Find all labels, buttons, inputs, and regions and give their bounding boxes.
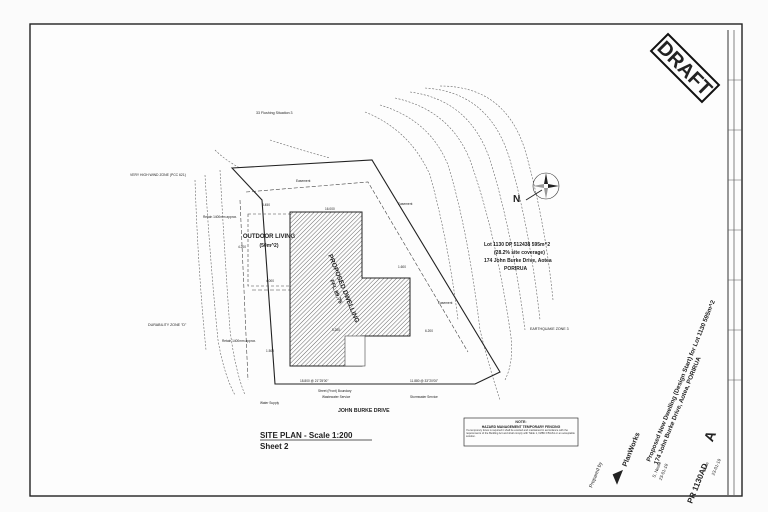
dim-label: 11.880 @ 33°20'00" <box>410 379 438 383</box>
dim-label: 3.450 <box>262 203 270 207</box>
north-label: N <box>513 194 520 205</box>
retain-label-2: Retain 1400mm approx. <box>222 339 256 343</box>
wastewater-label: Wastewater Service <box>322 395 350 399</box>
contour-lines <box>194 85 554 401</box>
dim-label: 16.000 <box>325 207 335 211</box>
lot-boundary <box>230 159 501 385</box>
note-box <box>463 417 579 447</box>
scale-label: Scale <box>701 461 710 473</box>
entry-deck <box>344 335 366 367</box>
north-arrow: N <box>513 172 560 205</box>
note-heading: NOTE: <box>515 420 526 424</box>
dim-label: 1.600 <box>398 265 406 269</box>
hazard-note: NOTE: HAZARD MANAGEMENT TEMPORARY FENCIN… <box>463 417 579 447</box>
site-plan-title: SITE PLAN - Scale 1:200 <box>260 431 353 440</box>
lot-line-4: PORIRUA <box>504 266 527 272</box>
easement-label-3: Easement <box>438 301 452 305</box>
easement-lines <box>239 181 469 381</box>
dim-label: 18.800 @ 21°25'00" <box>300 379 328 383</box>
dimension-labels: 3.450 4.000 1.500 1.600 5.200 6.200 4.20… <box>238 203 438 383</box>
dim-label: 6.200 <box>425 329 433 333</box>
title-strip-ticks <box>728 79 742 381</box>
north-arrow-pointer <box>544 173 559 188</box>
north-arrow-tail <box>525 189 543 201</box>
sheet-date: 23-01-19 <box>711 457 722 476</box>
lot-line-1: Lot 1130 DP 512438 595m^2 <box>484 242 550 248</box>
north-arrow-pointer-light <box>533 184 548 199</box>
drawn-by: S. Neale <box>651 460 662 478</box>
drawn-date: 23-01-19 <box>658 462 669 481</box>
wind-zone-label: VERY HIGH WIND ZONE (PCC 621) <box>130 173 186 177</box>
note-body: If a temporary fence is required it shal… <box>466 429 575 438</box>
drawn-by-block: S. Neale 23-01-19 <box>651 460 669 481</box>
lot-line-2: (28.2% site coverage) <box>494 250 545 256</box>
dim-label: 5.200 <box>332 328 340 332</box>
company-logo-icon <box>612 469 624 485</box>
durability-zone-label: DURABILITY ZONE "D" <box>148 323 187 327</box>
street-boundary-label: Street (Front) Boundary <box>318 389 352 393</box>
easement-label-1: Easement <box>296 179 310 183</box>
stormwater-label: Stormwater Service <box>410 395 438 399</box>
easement-label-2: Easement <box>398 202 412 206</box>
dim-label: 4.200 <box>238 245 246 249</box>
sheet-border <box>29 23 743 497</box>
lot-details: Lot 1130 DP 512438 595m^2 (28.2% site co… <box>484 242 552 272</box>
dwelling-footprint <box>289 211 411 367</box>
retain-label-1: Retain 1400mm approx. <box>203 215 237 219</box>
note-subheading: HAZARD MANAGEMENT TEMPORARY FENCING <box>482 425 561 429</box>
outdoor-living-area-label: (50m^2) <box>259 243 278 249</box>
road-name: JOHN BURKE DRIVE <box>338 408 390 414</box>
lot-line-3: 174 John Burke Drive, Aotea <box>484 258 552 264</box>
earthquake-zone-label: EARTHQUAKE ZONE 3 <box>530 327 569 331</box>
flushing-situation-label: 33 Flushing Situation 3 <box>256 111 293 115</box>
dim-label: 4.000 <box>266 279 274 283</box>
sheet-number: Sheet 2 <box>260 442 289 451</box>
water-supply-label: Water Supply <box>260 401 279 405</box>
dim-label: 1.500 <box>266 349 274 353</box>
outdoor-living-label: OUTDOOR LIVING <box>243 234 296 240</box>
